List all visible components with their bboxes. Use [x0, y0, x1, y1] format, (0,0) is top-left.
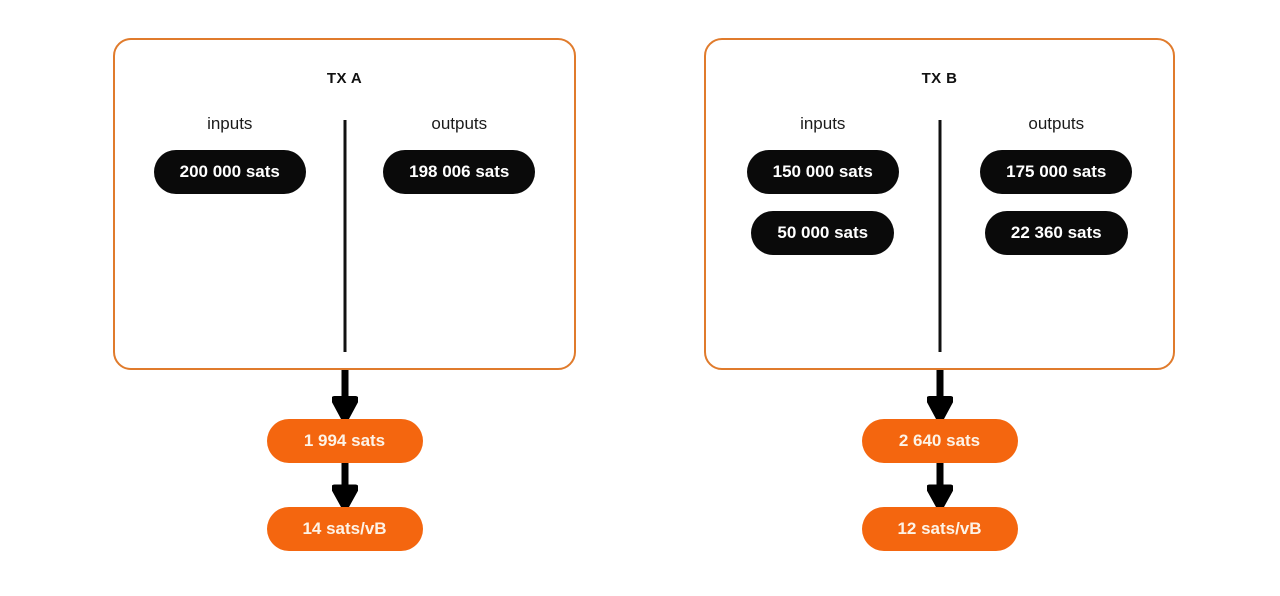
transaction-group-a: TX A inputs 200 000 sats outputs 198 006… [113, 0, 576, 596]
output-amount-pill: 198 006 sats [383, 150, 536, 194]
fee-flow-b: 2 640 sats 12 sats/vB [704, 370, 1175, 551]
outputs-label-a: outputs [431, 114, 488, 133]
outputs-column-b: outputs 175 000 sats 22 360 sats [940, 115, 1174, 255]
outputs-column-a: outputs 198 006 sats [345, 115, 575, 194]
outputs-list-a: 198 006 sats [383, 150, 536, 194]
inputs-list-b: 150 000 sats 50 000 sats [746, 150, 899, 255]
input-amount-pill: 200 000 sats [153, 150, 306, 194]
transaction-title-a: TX A [326, 70, 363, 87]
down-arrow-icon [331, 370, 358, 419]
transaction-box-a: TX A inputs 200 000 sats outputs 198 006… [113, 38, 576, 370]
io-columns-a: inputs 200 000 sats outputs 198 006 sats [115, 115, 574, 194]
transaction-title-b: TX B [921, 70, 958, 87]
inputs-outputs-divider-b [938, 120, 941, 352]
transaction-group-b: TX B inputs 150 000 sats 50 000 sats out… [704, 0, 1175, 596]
inputs-column-b: inputs 150 000 sats 50 000 sats [706, 115, 940, 255]
inputs-label-a: inputs [207, 114, 253, 133]
fee-pill-b: 2 640 sats [861, 419, 1018, 463]
feerate-pill-a: 14 sats/vB [266, 507, 423, 551]
inputs-column-a: inputs 200 000 sats [115, 115, 345, 194]
down-arrow-icon [926, 463, 953, 507]
io-columns-b: inputs 150 000 sats 50 000 sats outputs … [706, 115, 1173, 255]
feerate-pill-b: 12 sats/vB [861, 507, 1018, 551]
outputs-label-b: outputs [1028, 114, 1085, 133]
inputs-outputs-divider-a [343, 120, 346, 352]
outputs-list-b: 175 000 sats 22 360 sats [980, 150, 1133, 255]
inputs-list-a: 200 000 sats [153, 150, 306, 194]
input-amount-pill: 50 000 sats [751, 211, 895, 255]
output-amount-pill: 175 000 sats [980, 150, 1133, 194]
inputs-label-b: inputs [800, 114, 846, 133]
transaction-box-b: TX B inputs 150 000 sats 50 000 sats out… [704, 38, 1175, 370]
fee-pill-a: 1 994 sats [266, 419, 423, 463]
input-amount-pill: 150 000 sats [746, 150, 899, 194]
down-arrow-icon [331, 463, 358, 507]
output-amount-pill: 22 360 sats [984, 211, 1128, 255]
down-arrow-icon [926, 370, 953, 419]
fee-flow-a: 1 994 sats 14 sats/vB [113, 370, 576, 551]
